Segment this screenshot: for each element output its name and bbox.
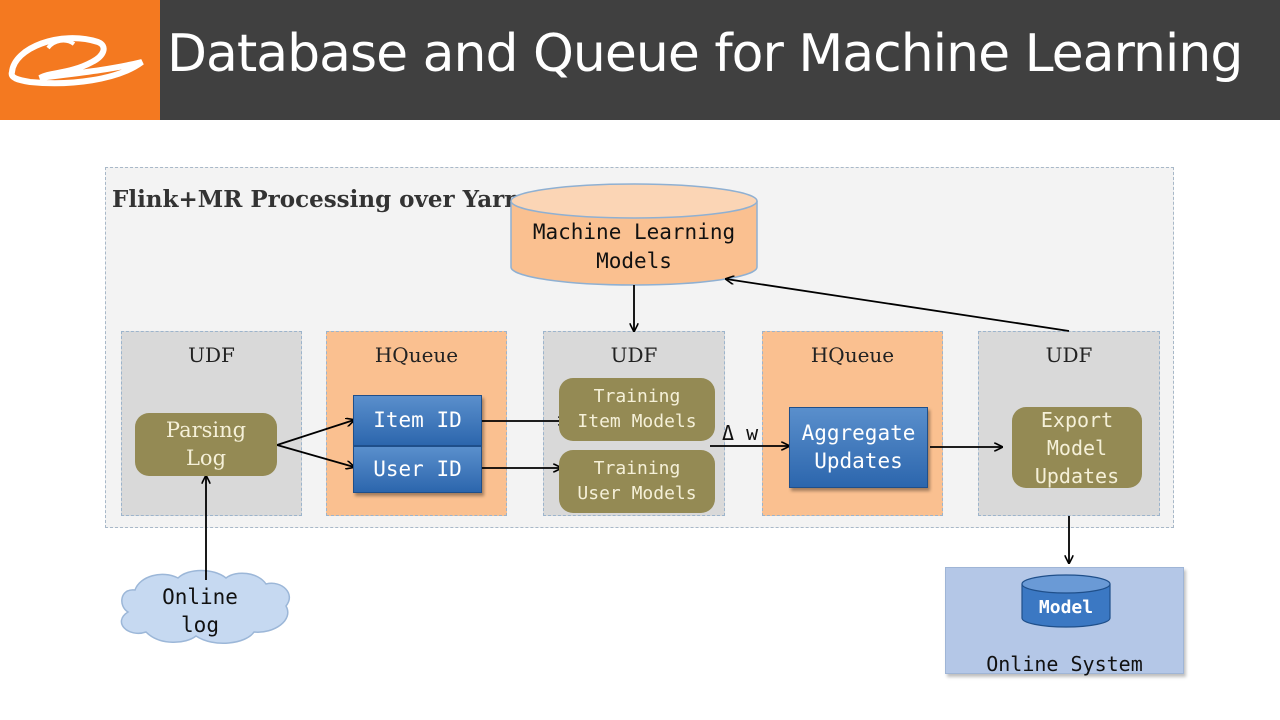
online-log-label: Online log [140,583,260,639]
node-text: Training [593,458,681,480]
delta-w-label: Δ w [722,421,759,445]
node-text: Training [593,386,681,408]
node-text: Export [1040,407,1114,432]
node-text: Aggregate [801,421,916,446]
node-text: Log [185,445,227,470]
node-text: Item Models [577,410,697,432]
online-log-line: Online [162,585,238,609]
database-label: Machine Learning Models [511,218,757,276]
page-title: Database and Queue for Machine Learning [167,24,1243,84]
online-system-label: Online System [986,652,1143,676]
model-label: Model [1038,597,1094,618]
node-text: Updates [1034,463,1120,488]
item-id-node: Item ID [353,395,482,446]
panel-label: HQueue [810,343,895,367]
database-label-line: Machine Learning [532,220,736,244]
panel-label: UDF [1045,343,1093,367]
panel-label: HQueue [374,343,459,367]
alibaba-logo-icon [0,28,150,88]
panel-label: UDF [610,343,658,367]
node-text: Updates [814,448,903,473]
slide-header [0,0,1280,120]
node-text: Parsing [165,418,247,443]
logo [0,0,160,120]
node-text: Model [1046,435,1108,460]
panel-label: UDF [188,343,235,367]
user-id-node: User ID [353,446,482,493]
cloud-icon [120,569,291,644]
online-log-line: log [181,613,219,637]
container-label: Flink+MR Processing over Yarn [112,186,521,213]
database-label-line: Models [596,249,672,273]
node-text: User Models [577,482,697,504]
